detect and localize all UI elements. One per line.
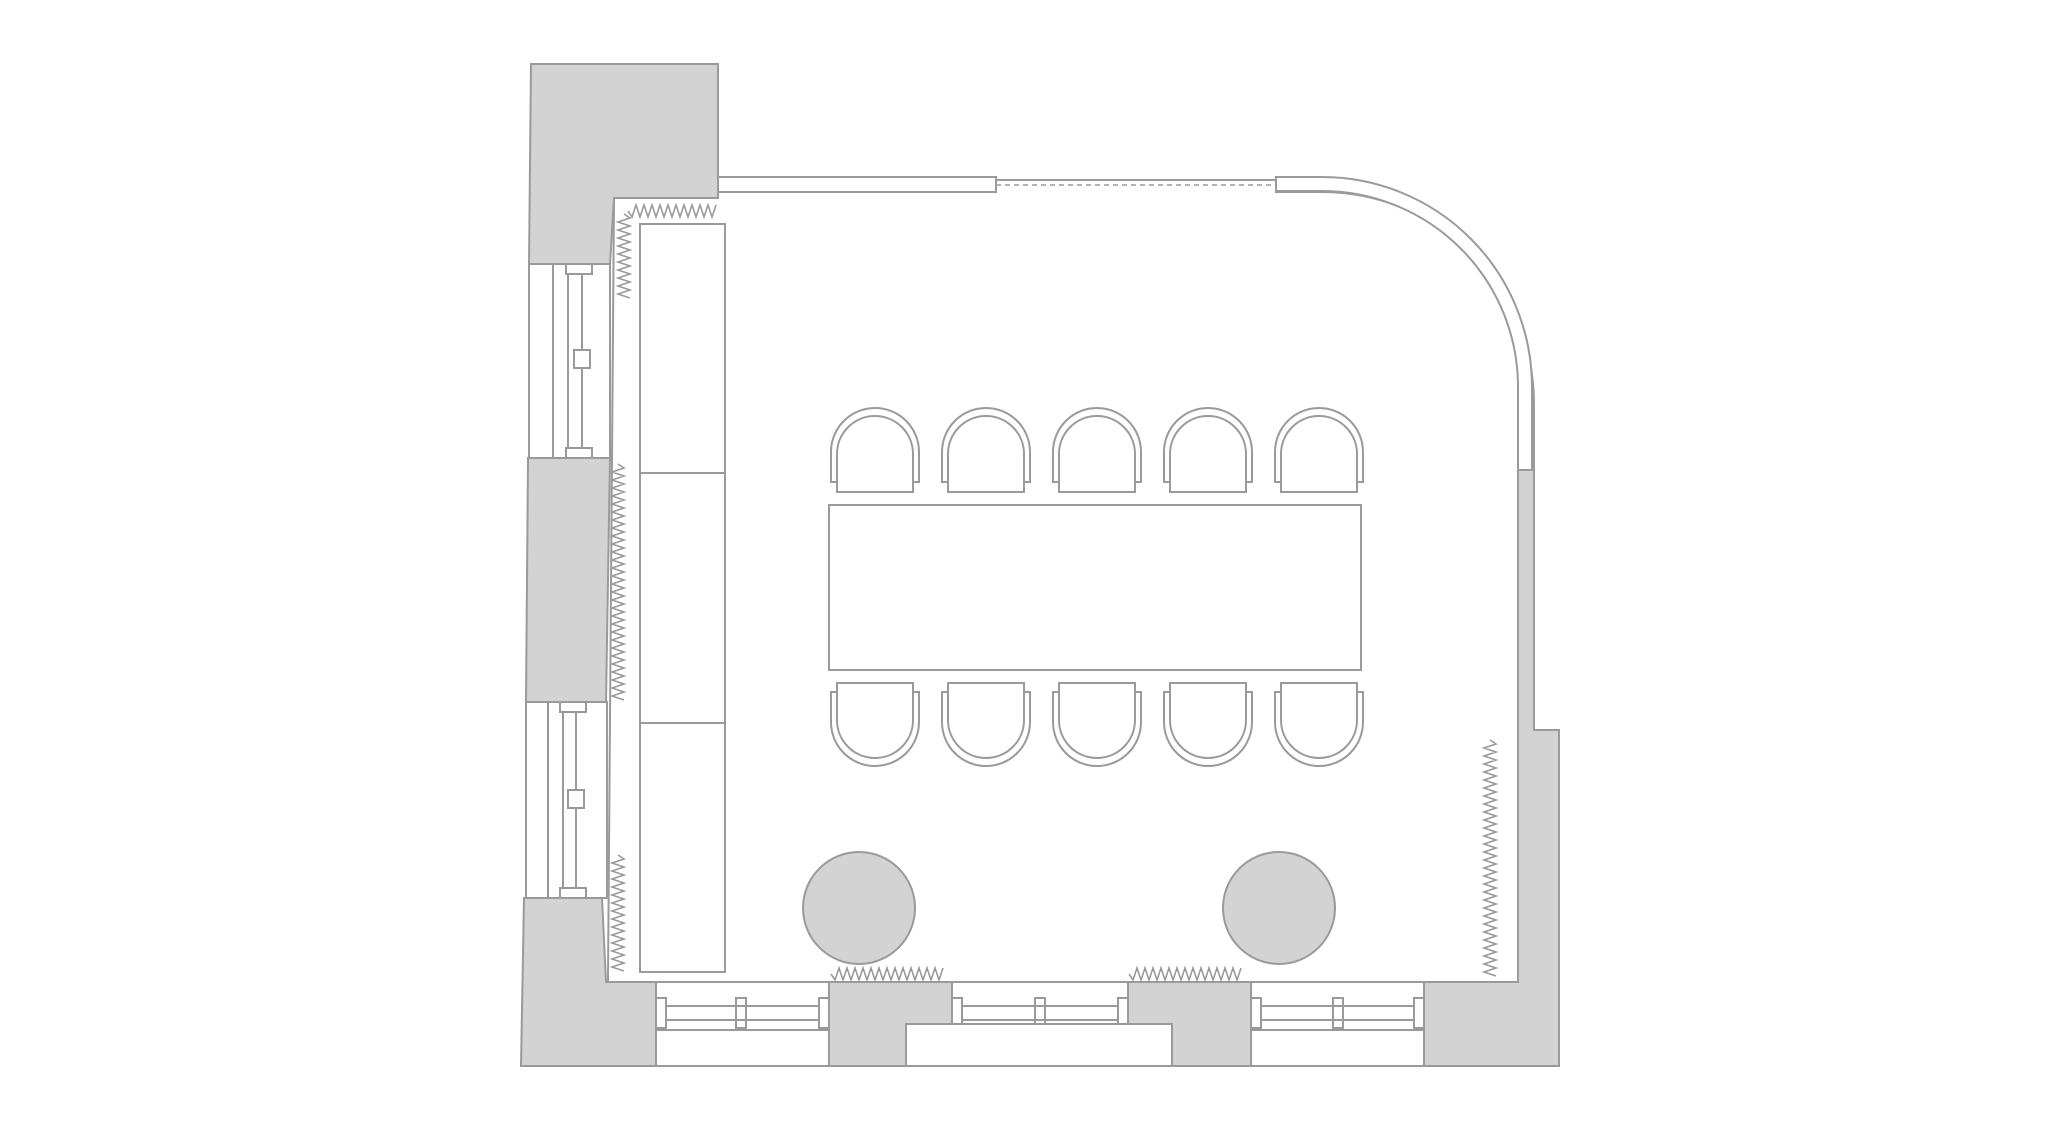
chair-bottom-3: [1052, 682, 1142, 767]
chair-top-2: [941, 407, 1031, 493]
chair-top-1: [830, 407, 920, 493]
window-bottom-1: [655, 981, 830, 1031]
window-left-2: [525, 701, 608, 899]
chair-bottom-5: [1274, 682, 1364, 767]
sofa: [639, 223, 726, 973]
curtain-left-middle: [609, 463, 627, 701]
column-right: [1222, 851, 1336, 965]
chair-bottom-2: [941, 682, 1031, 767]
curtains: [609, 202, 1499, 983]
curtain-right: [1481, 739, 1499, 977]
wall-left-middle: [524, 457, 612, 703]
glass-wall-curved: [1275, 176, 1533, 471]
conference-table: [828, 504, 1362, 671]
curtain-top-left: [627, 202, 717, 220]
column-left: [802, 851, 916, 965]
window-left-1: [528, 263, 611, 459]
chair-top-5: [1274, 407, 1364, 493]
curtain-bottom-left: [830, 965, 944, 983]
bottom-sill-strip: [905, 1023, 1173, 1067]
chair-top-3: [1052, 407, 1142, 493]
chair-top-4: [1163, 407, 1253, 493]
chair-bottom-1: [830, 682, 920, 767]
chairs: [830, 407, 1364, 767]
window-bottom-2: [951, 981, 1129, 1025]
curtain-left-top: [615, 213, 633, 299]
window-bottom-3: [1250, 981, 1425, 1031]
wall-bottom-right: [1423, 469, 1560, 1067]
chair-bottom-4: [1163, 682, 1253, 767]
glass-wall-top-left: [717, 176, 997, 193]
curtain-left-bottom: [609, 854, 627, 972]
curtain-bottom-right: [1128, 965, 1242, 983]
